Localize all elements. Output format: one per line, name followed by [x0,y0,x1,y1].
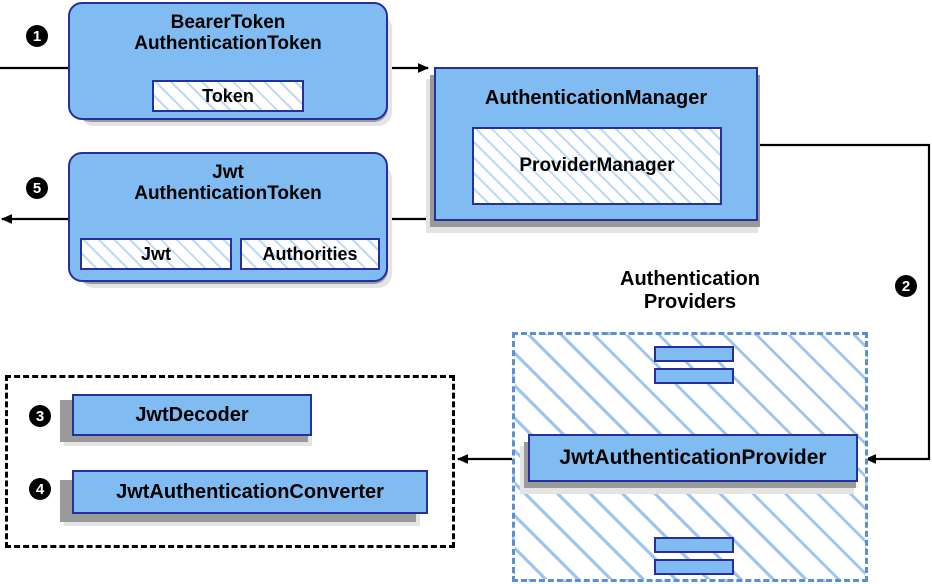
slot-provider-manager[interactable]: ProviderManager [472,127,722,205]
slot-token[interactable]: Token [152,80,304,112]
authentication-providers-caption: Authentication Providers [560,268,820,314]
jwt-decoder-label: JwtDecoder [135,403,249,426]
jwt-authentication-token[interactable]: Jwt AuthenticationToken Jwt Authorities [68,152,388,282]
provider-stub-top-1 [654,346,734,362]
bearer-token-authentication-token[interactable]: BearerToken AuthenticationToken Token [68,2,388,120]
jwt-authentication-provider[interactable]: JwtAuthenticationProvider [528,434,858,482]
jwt-support-beans-group [5,375,455,548]
jwt-authentication-converter[interactable]: JwtAuthenticationConverter [72,470,428,514]
authentication-providers-caption-line2: Providers [643,290,737,313]
step-bullet-1: 1 [26,25,48,47]
provider-stub-bottom-1 [654,537,734,553]
jwt-token-title-line1: Jwt [212,162,244,183]
provider-stub-top-2 [654,368,734,384]
jwt-authentication-converter-label: JwtAuthenticationConverter [116,480,384,503]
step-bullet-3: 3 [29,405,51,427]
authentication-manager[interactable]: AuthenticationManager ProviderManager [434,67,758,221]
jwt-decoder[interactable]: JwtDecoder [72,394,312,436]
slot-authorities[interactable]: Authorities [240,238,380,270]
jwt-authentication-provider-label: JwtAuthenticationProvider [559,446,827,470]
step-bullet-5: 5 [26,177,48,199]
provider-stub-bottom-2 [654,559,734,575]
authentication-manager-title: AuthenticationManager [484,87,708,109]
authentication-providers-caption-line1: Authentication [620,268,760,290]
slot-jwt[interactable]: Jwt [80,238,232,270]
bearer-token-title-line1: BearerToken [170,12,286,33]
bearer-token-title-line2: AuthenticationToken [134,33,322,55]
step-bullet-2: 2 [895,275,917,297]
step-bullet-4: 4 [29,478,51,500]
jwt-token-title-line2: AuthenticationToken [134,183,322,205]
